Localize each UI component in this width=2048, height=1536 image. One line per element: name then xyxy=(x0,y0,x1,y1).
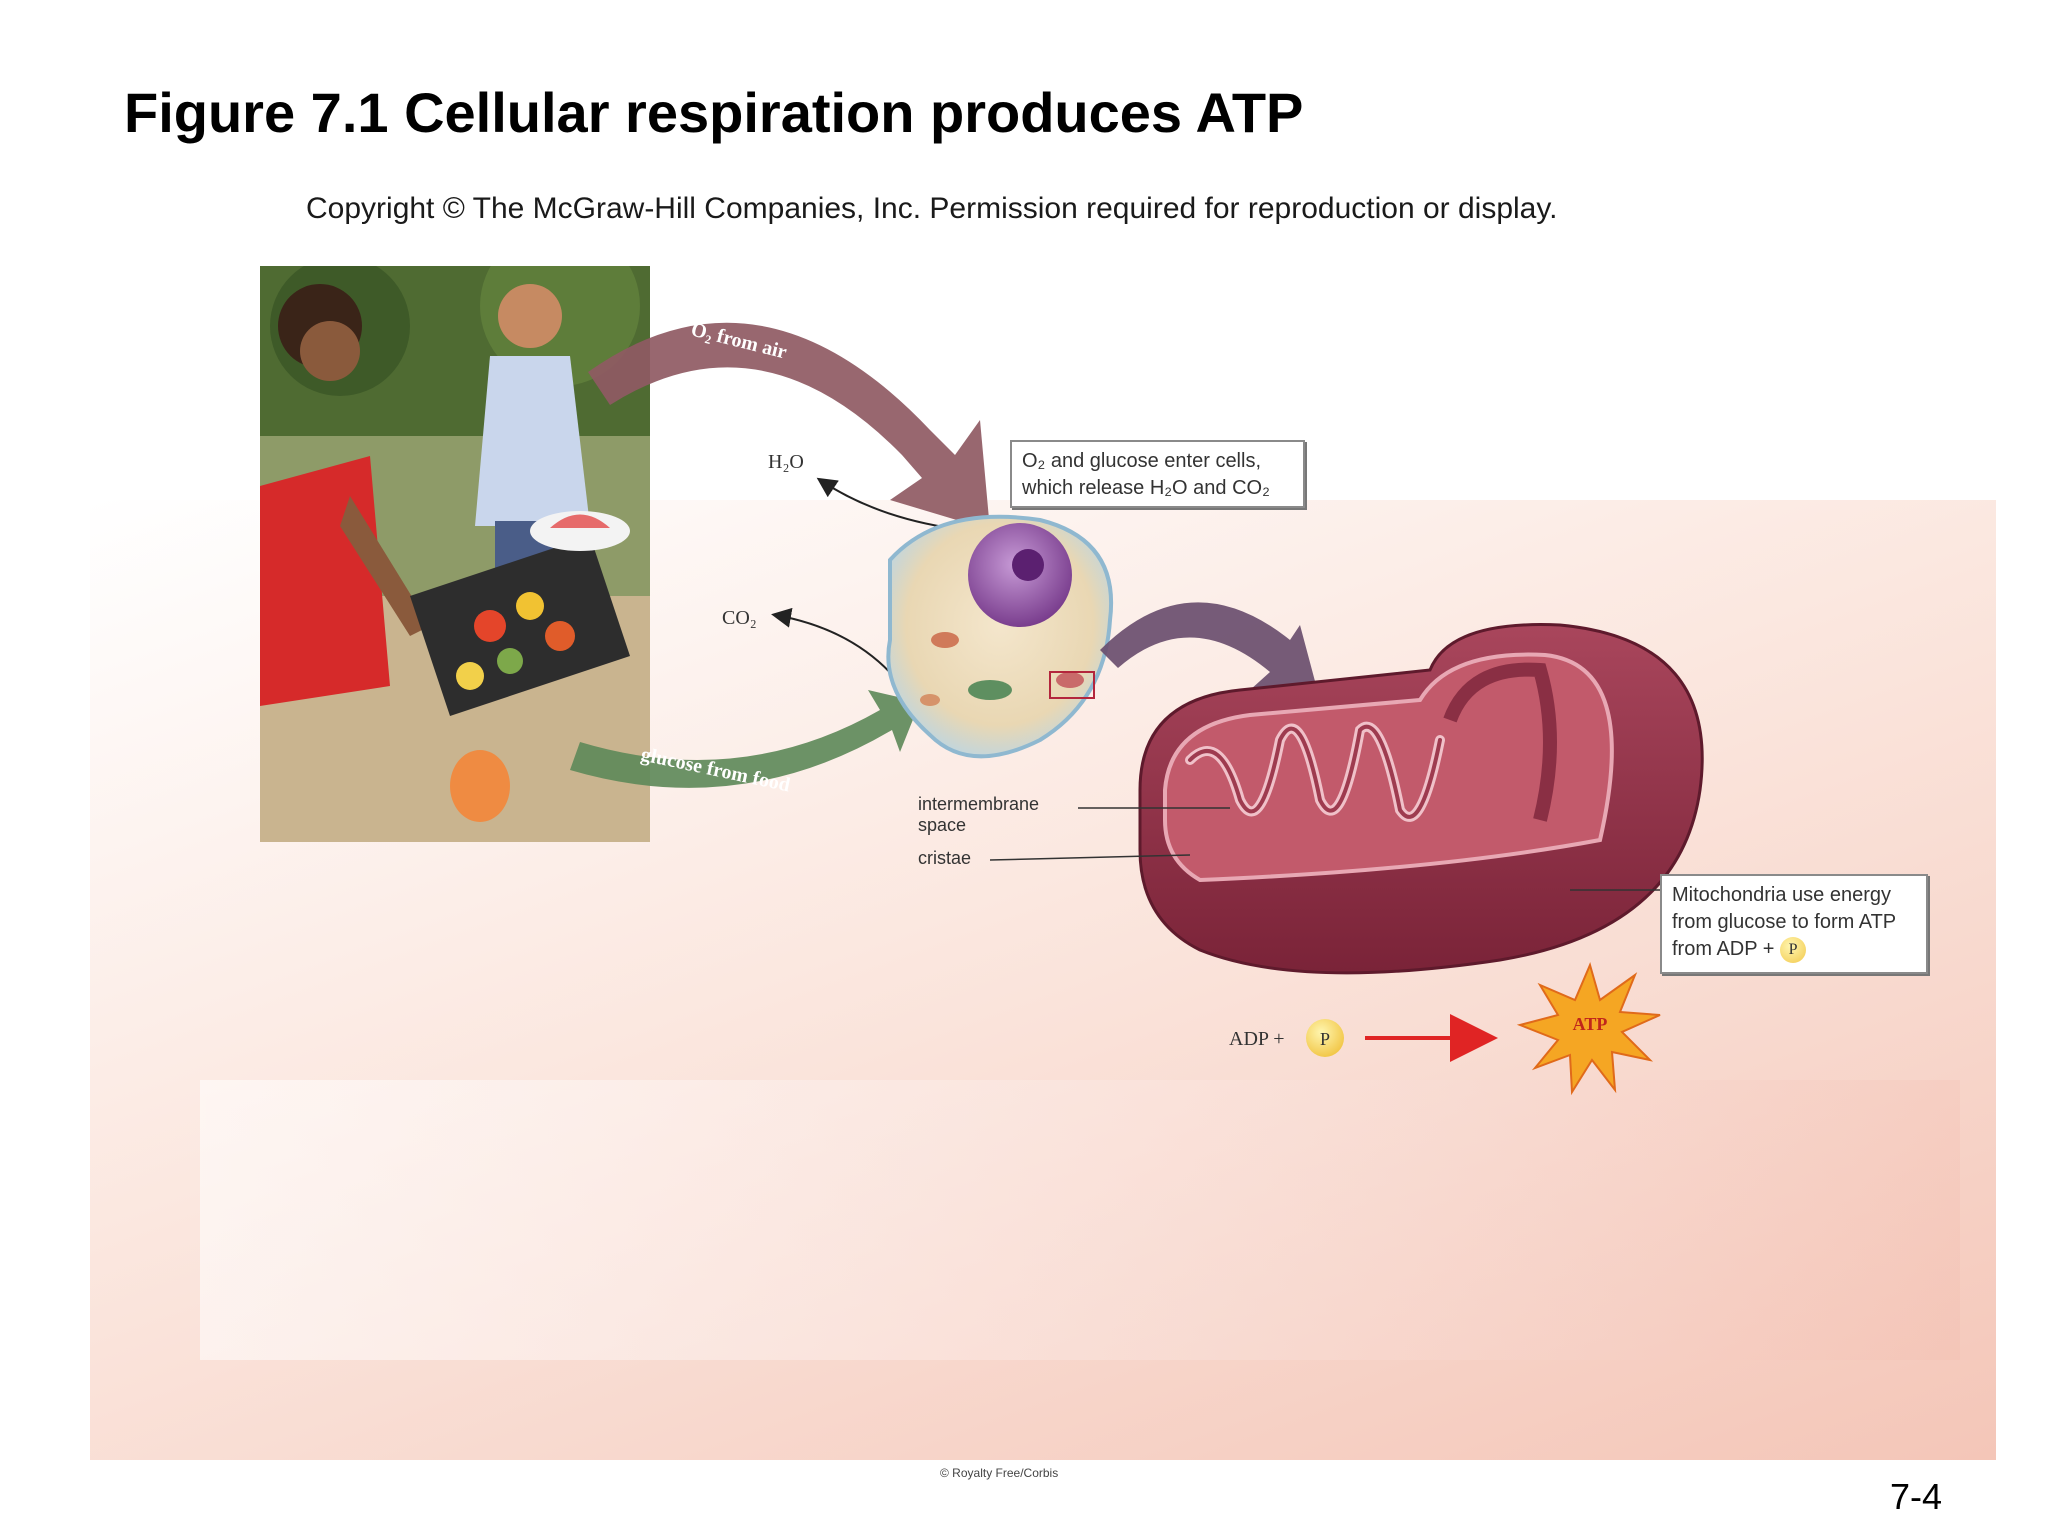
intermembrane-label-line-2: space xyxy=(918,815,967,835)
adp-label: ADP + xyxy=(1229,1028,1285,1050)
photo-credit: © Royalty Free/Corbis xyxy=(940,1466,1059,1480)
copyright-notice: Copyright © The McGraw-Hill Companies, I… xyxy=(306,192,1558,225)
background-inset-panel xyxy=(200,1080,1960,1360)
cristae-label: cristae xyxy=(918,848,972,868)
cell-callout-line-1: O₂ and glucose enter cells, xyxy=(1022,450,1262,472)
photo-illustration xyxy=(260,266,650,842)
phosphate-circle xyxy=(1306,1019,1344,1057)
cell-callout-line-2: which release H₂O and CO₂ xyxy=(1022,477,1270,499)
co2-release-arrow xyxy=(771,607,906,691)
mito-callout-phosphate: P xyxy=(1780,936,1807,963)
mito-callout-line-2: from glucose to form ATP xyxy=(1672,911,1897,933)
phosphate-label: P xyxy=(1320,1029,1330,1049)
co2-label: CO₂ xyxy=(722,607,757,629)
mito-callout-line-3: from ADP + P xyxy=(1672,936,1916,963)
atp-label: ATP xyxy=(1573,1014,1608,1034)
figure-title: Figure 7.1 Cellular respiration produces… xyxy=(124,81,1304,144)
mito-callout-line-3-text: from ADP + xyxy=(1672,938,1781,960)
h2o-label: H₂O xyxy=(768,451,804,473)
atp-starburst xyxy=(1516,962,1661,1096)
intermembrane-space-label: intermembrane space xyxy=(918,794,1039,836)
picnic-barbecue-photo xyxy=(260,266,650,842)
glucose-arrow xyxy=(570,690,920,788)
cristae-leader-line xyxy=(989,854,1191,861)
cell-entry-callout: O₂ and glucose enter cells, which releas… xyxy=(1010,440,1305,508)
mitochondria-callout: Mitochondria use energy from glucose to … xyxy=(1660,874,1928,974)
mito-callout-line-1: Mitochondria use energy xyxy=(1672,884,1892,906)
cell-illustration xyxy=(886,514,1114,759)
o2-arrow xyxy=(588,322,990,530)
cell-to-mitochondrion-arrow xyxy=(1100,602,1320,700)
intermembrane-label-line-1: intermembrane xyxy=(918,794,1040,814)
slide-number: 7-4 xyxy=(1890,1476,1943,1517)
mitochondrion-illustration xyxy=(1138,623,1704,975)
